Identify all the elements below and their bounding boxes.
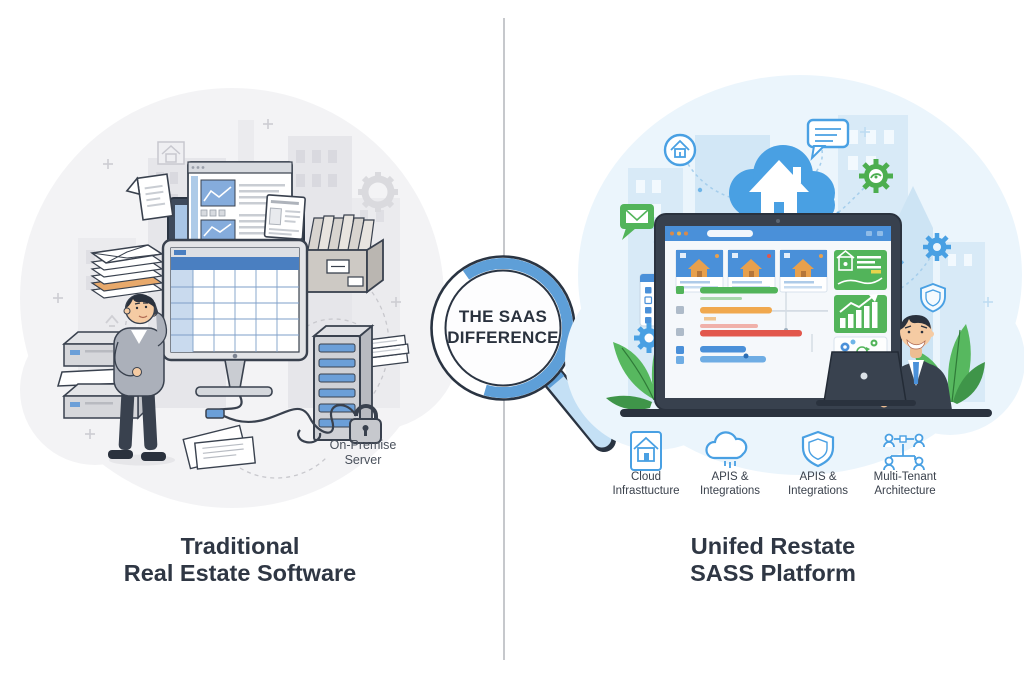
curled-paper	[125, 173, 174, 221]
right-caption: Unifed Restate SASS Platform	[621, 533, 925, 586]
green-gear-icon	[859, 159, 893, 193]
feature-icon-multi-tenant	[883, 433, 925, 471]
right-caption-line2: SASS Platform	[690, 559, 856, 586]
dashboard-topbar	[665, 226, 891, 241]
person-on-phone	[108, 293, 175, 466]
feature-label-multi-tenant: Multi-Tenant Architecture	[873, 471, 937, 497]
cable-connector	[205, 408, 225, 419]
left-caption-line2: Real Estate Software	[123, 559, 357, 586]
house-circle-icon	[663, 133, 697, 167]
right-illustration	[565, 75, 1024, 475]
left-caption: Traditional Real Estate Software	[88, 533, 392, 586]
desk-laptop	[816, 351, 916, 406]
chat-bubble-icon	[806, 118, 850, 161]
lens-caption: THE SAAS DIFFERENCE	[433, 306, 573, 348]
paper-stack	[90, 244, 165, 299]
floor-papers	[182, 424, 256, 470]
property-cards	[675, 249, 828, 293]
front-monitor-spreadsheet	[161, 238, 309, 397]
lens-caption-line2: DIFFERENCE	[447, 328, 559, 347]
shield-outline-icon	[920, 282, 946, 313]
right-sparkle-icons	[860, 127, 993, 307]
feature-icon-cloud-infrastructure	[630, 431, 662, 471]
feature-label-cloud-infrastructure: Cloud Infrasttucture	[612, 471, 680, 497]
blue-gear-icon	[923, 233, 951, 261]
lens-caption-line1: THE SAAS	[458, 307, 548, 326]
padlock-icon	[349, 404, 382, 444]
magnifier-icon	[430, 255, 616, 452]
left-sparkle-icons	[53, 119, 401, 439]
left-caption-line1: Traditional	[180, 533, 300, 559]
desk	[620, 409, 992, 417]
on-premise-server-label: On-Premise Server	[329, 438, 397, 467]
right-caption-line1: Unifed Restate	[690, 533, 856, 559]
file-box	[302, 214, 384, 294]
bar-chart-panel	[834, 294, 887, 333]
feature-label-apis-integrations-2: APIS & Integrations	[787, 471, 849, 497]
on-premise-server-tower	[311, 324, 375, 442]
gantt-chart	[676, 286, 828, 364]
left-illustration	[20, 88, 460, 508]
feature-icon-cloud-sync	[705, 431, 748, 468]
green-listing-panel	[834, 249, 887, 290]
feature-label-apis-integrations-1: APIS & Integrations	[699, 471, 761, 497]
arrow-up-icon	[105, 314, 119, 327]
feature-icon-shield	[801, 430, 835, 468]
floating-card	[263, 194, 306, 241]
envelope-bubble-icon	[620, 204, 654, 240]
left-gear-icon	[358, 172, 398, 212]
